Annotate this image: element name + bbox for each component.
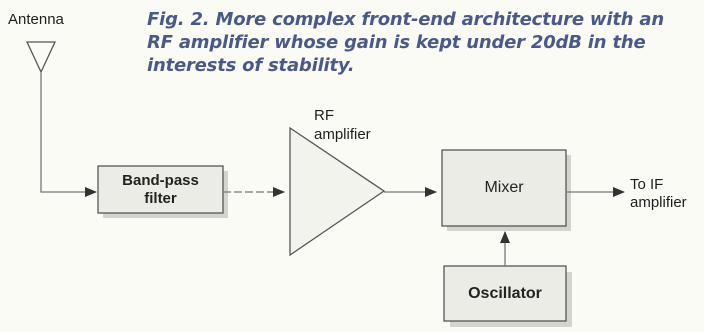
bandpass-filter-label-line2: filter [144,189,177,207]
figure-caption: Fig. 2. More complex front-end architect… [147,9,664,76]
antenna-feed-wire [40,72,97,197]
mixer-label: Mixer [484,179,524,196]
oscillator-label: Oscillator [468,284,542,302]
rf-amplifier-triangle [289,126,386,257]
bandpass-filter-label-line1: Band-pass [122,171,199,189]
mixer-block [441,149,567,227]
bandpass-filter-block [97,165,224,214]
bandpass-filter-label: Band-pass filter [98,166,223,213]
output-label-line2: amplifier [630,194,687,211]
output-label: To IF amplifier [630,176,687,212]
antenna-icon [25,41,57,74]
antenna-label: Antenna [8,11,64,28]
rf-amplifier-label: RF amplifier [314,106,371,144]
rf-amplifier-label-line1: RF [314,107,334,124]
rf-amplifier-label-line2: amplifier [314,126,371,143]
oscillator-block [443,265,567,322]
output-label-line1: To IF [630,176,664,193]
